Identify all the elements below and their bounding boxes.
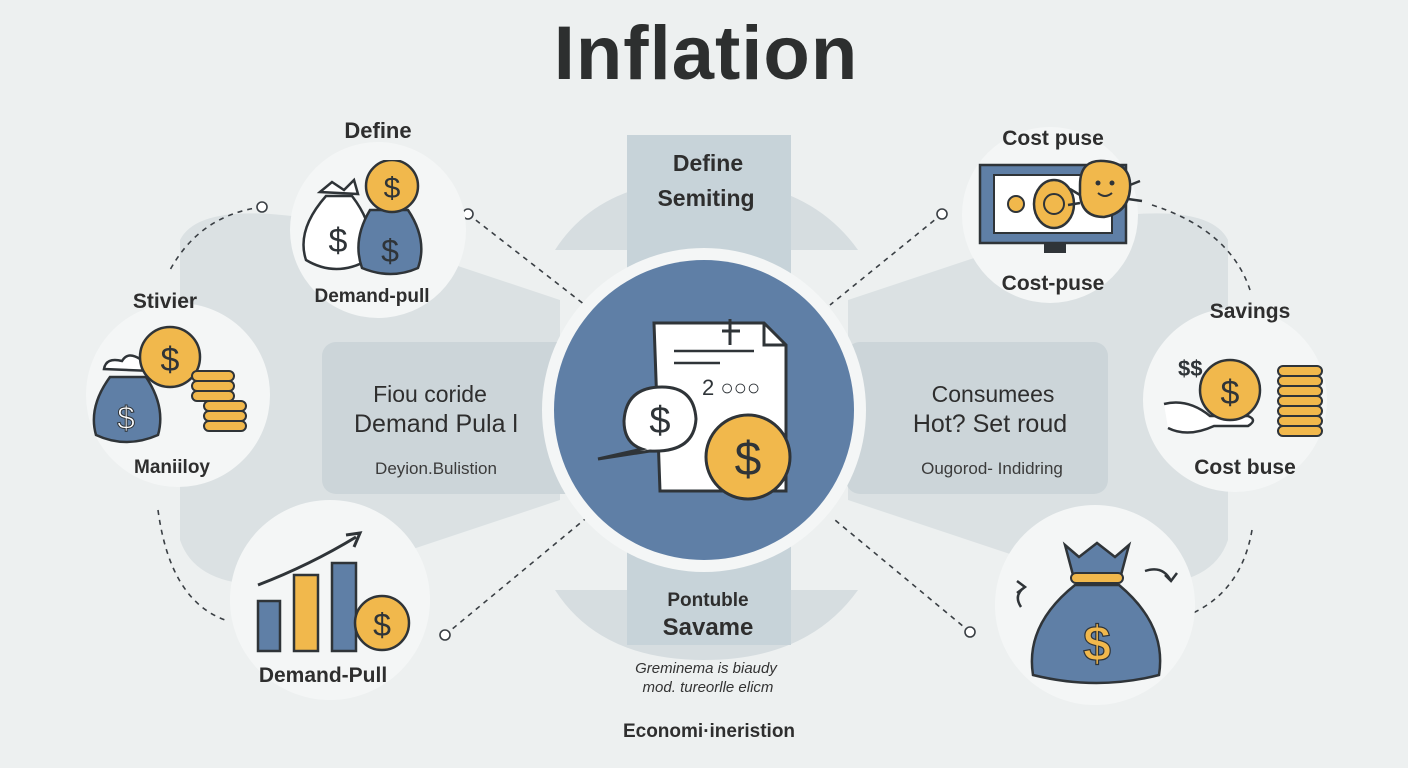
footer-label: Economi·ineristion (622, 721, 796, 742)
coins-stack-icon: $ $ (92, 325, 247, 444)
connector-tl-2 (467, 213, 586, 306)
currency-symbol: $ (384, 172, 401, 205)
hand-coin-icon: $$ $ (1163, 356, 1323, 437)
currency-symbol: $ (117, 400, 135, 436)
document-coin-icon: 2 ○○○ $ $ (597, 319, 792, 501)
right-panel-line2: Hot? Set roud (912, 410, 1068, 438)
connector-dot (256, 201, 268, 213)
column-top-line1: Define (672, 150, 744, 176)
node-caption-right: Cost buse (1194, 456, 1296, 479)
left-panel-sub: Deyion.Bulistion (375, 459, 497, 478)
connector-bl-1 (157, 509, 226, 621)
bar-growth-icon: $ (256, 531, 411, 653)
right-panel-sub: Ougorod- Indidring (921, 459, 1063, 478)
currency-symbol: $ (161, 341, 180, 379)
column-note-line2: mod. tureorlle elicm (642, 679, 774, 696)
number-text: 2 ○○○ (702, 375, 760, 400)
currency-symbol: $ (1083, 616, 1111, 672)
node-caption-left: Maniiloy (133, 457, 211, 478)
node-title-top-right: Cost puse (1002, 127, 1104, 150)
node-title-left: Stivier (132, 290, 198, 313)
connector-br-1 (834, 519, 971, 633)
connector-tl-1 (169, 206, 263, 271)
currency-symbol: $ (381, 233, 399, 269)
left-panel-shape (322, 342, 584, 494)
page-title: Inflation (553, 11, 859, 96)
column-bottom-line2: Savame (662, 614, 754, 641)
node-caption-bottom-left: Demand-Pull (258, 664, 388, 687)
small-currency-icon: $$ (1178, 356, 1202, 381)
right-panel-shape (846, 342, 1108, 494)
monitor-bill-icon (978, 159, 1143, 253)
currency-symbol: $ (649, 400, 670, 442)
connector-tr-1 (829, 213, 943, 306)
currency-symbol: $ (373, 607, 391, 643)
column-top-line2: Semiting (657, 185, 755, 211)
connector-dot (439, 629, 451, 641)
currency-symbol: $ (329, 222, 348, 260)
node-caption-top-right: Cost-puse (1001, 272, 1105, 295)
column-note-line1: Greminema is biaudy (635, 660, 777, 677)
connector-tr-2 (1151, 204, 1251, 291)
currency-symbol: $ (1221, 374, 1240, 412)
node-caption-top-left: Demand-pull (314, 286, 430, 307)
connector-dot (964, 626, 976, 638)
left-panel-line2: Demand Pula l (354, 410, 518, 438)
column-bottom-line1: Pontuble (667, 590, 749, 611)
node-title-top-left: Define (344, 118, 412, 143)
money-bag-icon: $ (1016, 541, 1178, 685)
right-panel-line1: Consumees (931, 381, 1055, 407)
connector-dot (936, 208, 948, 220)
connector-bl-2 (444, 514, 591, 636)
node-title-right: Savings (1209, 300, 1291, 323)
money-bags-icon: $ $ $ (302, 160, 423, 276)
currency-symbol: $ (735, 433, 762, 486)
left-panel-line1: Fiou coride (373, 381, 487, 407)
